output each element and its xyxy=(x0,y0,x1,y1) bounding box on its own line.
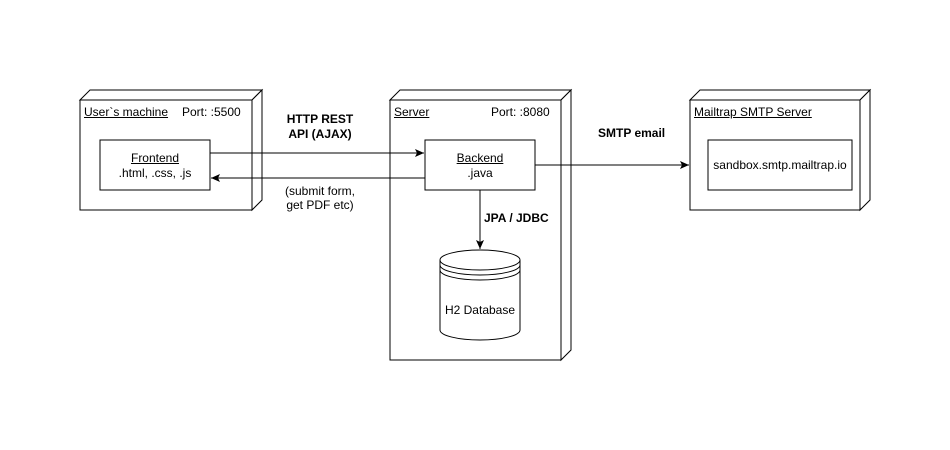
backend-detail: .java xyxy=(467,166,493,180)
users-machine-port: Port: :5500 xyxy=(182,105,241,119)
http-return-label-line2: get PDF etc) xyxy=(286,198,354,212)
smtp-host-box xyxy=(707,139,853,191)
jpa-label: JPA / JDBC xyxy=(484,211,549,225)
database-cylinder xyxy=(439,249,521,341)
server-port: Port: :8080 xyxy=(491,105,550,119)
http-return-label-line1: (submit form, xyxy=(284,184,355,198)
mailtrap-title: Mailtrap SMTP Server xyxy=(694,105,812,119)
frontend-name: Frontend xyxy=(130,151,180,165)
http-label-line2: API (AJAX) xyxy=(288,127,352,141)
frontend-detail: .html, .css, .js xyxy=(118,166,192,180)
http-label-line1: HTTP REST xyxy=(286,112,354,126)
smtp-label: SMTP email xyxy=(598,126,666,140)
backend-box xyxy=(424,139,536,191)
server-title: Server xyxy=(394,105,430,119)
users-machine-title: User`s machine xyxy=(84,105,169,119)
backend-name: Backend xyxy=(456,151,504,165)
smtp-host-label: sandbox.smtp.mailtrap.io xyxy=(713,158,847,172)
database-label: H2 Database xyxy=(444,303,516,317)
frontend-box xyxy=(99,139,211,191)
